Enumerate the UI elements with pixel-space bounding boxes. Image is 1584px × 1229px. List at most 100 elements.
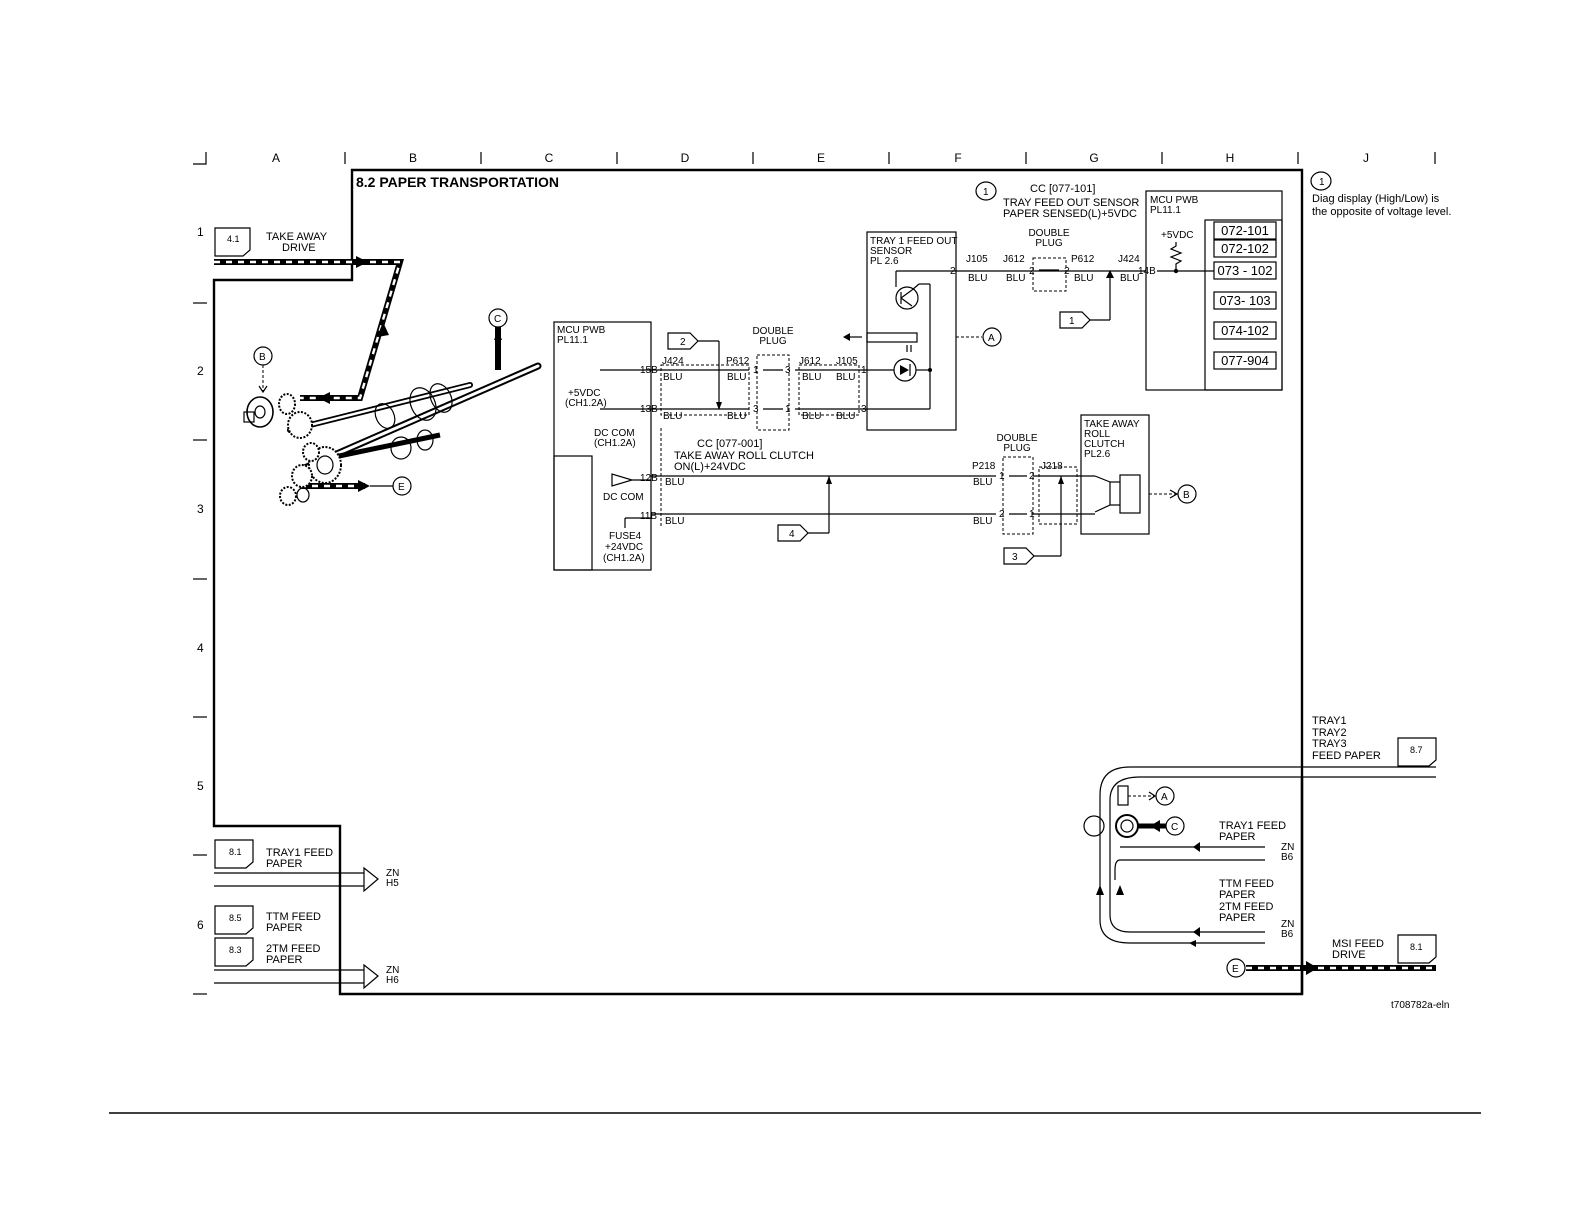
svg-text:TAKE AWAY: TAKE AWAY <box>1084 419 1140 430</box>
svg-text:BLU: BLU <box>802 372 821 383</box>
svg-text:TTM FEED: TTM FEED <box>266 911 321 923</box>
svg-text:2: 2 <box>1064 266 1070 277</box>
svg-text:ZN: ZN <box>386 868 399 879</box>
svg-text:(CH1.2A): (CH1.2A) <box>594 438 636 449</box>
svg-text:J424: J424 <box>1118 254 1140 265</box>
svg-text:1: 1 <box>983 187 989 198</box>
svg-text:3: 3 <box>785 365 791 376</box>
column-label: H <box>1226 151 1235 165</box>
svg-text:1: 1 <box>1069 316 1075 327</box>
cc-sensor-label: 1 CC [077-101] TRAY FEED OUT SENSOR PAPE… <box>975 181 1139 220</box>
mcu-pwb-right: MCU PWB PL11.1 +5VDC 072-101 072-102 073… <box>1138 190 1283 391</box>
svg-text:BLU: BLU <box>663 411 682 422</box>
svg-text:11B: 11B <box>640 511 657 522</box>
svg-text:TRAY1 FEED: TRAY1 FEED <box>266 847 333 859</box>
svg-text:CC [077-101]: CC [077-101] <box>1030 183 1095 195</box>
clutch-wiring: CC [077-001] TAKE AWAY ROLL CLUTCH ON(L)… <box>651 414 1197 565</box>
page-title: 8.2 PAPER TRANSPORTATION <box>356 174 559 190</box>
take-away-drive: 4.1 TAKE AWAY DRIVE E C B <box>214 227 508 496</box>
svg-text:J218: J218 <box>1041 461 1063 472</box>
svg-text:+5VDC: +5VDC <box>1161 230 1194 241</box>
note: 1 Diag display (High/Low) is the opposit… <box>1310 171 1451 218</box>
svg-text:TRAY FEED OUT SENSOR: TRAY FEED OUT SENSOR <box>1003 197 1139 209</box>
svg-text:15B: 15B <box>640 365 658 376</box>
flag-4 <box>777 524 809 542</box>
diag-code: 072-102 <box>1221 241 1269 256</box>
svg-text:E: E <box>1232 964 1239 975</box>
row-label: 3 <box>197 502 204 516</box>
svg-text:PAPER: PAPER <box>266 954 303 966</box>
msi-feed-drive: MSI FEED DRIVE 8.1 E <box>1226 934 1437 978</box>
svg-text:J424: J424 <box>662 356 684 367</box>
svg-text:14B: 14B <box>1138 266 1156 277</box>
svg-text:ZN: ZN <box>386 965 399 976</box>
note-line: Diag display (High/Low) is <box>1312 193 1440 205</box>
row-label: 5 <box>197 779 204 793</box>
svg-text:C: C <box>1171 822 1178 833</box>
svg-text:J612: J612 <box>799 356 821 367</box>
svg-text:TRAY2: TRAY2 <box>1312 727 1347 739</box>
svg-text:BLU: BLU <box>1074 273 1093 284</box>
svg-text:TRAY 1 FEED OUT: TRAY 1 FEED OUT <box>870 236 957 247</box>
svg-text:PL2.6: PL2.6 <box>1084 449 1111 460</box>
svg-text:PAPER: PAPER <box>266 922 303 934</box>
svg-text:MSI FEED: MSI FEED <box>1332 938 1384 950</box>
svg-text:(CH1.2A): (CH1.2A) <box>603 553 645 564</box>
svg-text:PLUG: PLUG <box>1003 443 1030 454</box>
svg-text:8.1: 8.1 <box>229 847 242 857</box>
svg-text:A: A <box>988 333 995 344</box>
svg-text:2: 2 <box>680 337 686 348</box>
svg-text:DC COM: DC COM <box>594 428 635 439</box>
column-label: B <box>409 151 417 165</box>
svg-text:H5: H5 <box>386 878 399 889</box>
svg-text:BLU: BLU <box>836 411 855 422</box>
svg-text:BLU: BLU <box>973 516 992 527</box>
svg-text:8.7: 8.7 <box>1410 745 1423 755</box>
svg-text:MCU PWB: MCU PWB <box>557 325 606 336</box>
svg-text:BLU: BLU <box>727 372 746 383</box>
svg-text:13B: 13B <box>640 404 658 415</box>
svg-text:P218: P218 <box>972 461 996 472</box>
svg-text:PLUG: PLUG <box>1035 238 1062 249</box>
svg-text:PL11.1: PL11.1 <box>557 335 588 346</box>
svg-text:2TM FEED: 2TM FEED <box>266 943 320 955</box>
svg-text:BLU: BLU <box>727 411 746 422</box>
tray1-feed-reference: 8.1 TRAY1 FEED PAPER ZN H5 <box>214 839 399 893</box>
diag-code: 073- 103 <box>1219 293 1270 308</box>
svg-text:12B: 12B <box>640 473 658 484</box>
svg-text:ZN: ZN <box>1281 919 1294 930</box>
svg-text:DRIVE: DRIVE <box>282 242 316 254</box>
svg-text:B6: B6 <box>1281 929 1294 940</box>
svg-text:ON(L)+24VDC: ON(L)+24VDC <box>674 461 746 473</box>
ttm-feed-reference: 8.5 TTM FEED PAPER <box>214 905 321 935</box>
diag-code: 074-102 <box>1221 323 1269 338</box>
svg-text:DC COM: DC COM <box>603 492 644 503</box>
diag-code: 073 - 102 <box>1218 263 1273 278</box>
svg-text:MCU PWB: MCU PWB <box>1150 195 1199 206</box>
svg-text:BLU: BLU <box>1120 273 1139 284</box>
svg-text:(CH1.2A): (CH1.2A) <box>565 398 607 409</box>
svg-text:TTM FEED: TTM FEED <box>1219 878 1274 890</box>
svg-text:2: 2 <box>999 509 1005 520</box>
svg-text:H6: H6 <box>386 975 399 986</box>
svg-text:BLU: BLU <box>973 477 992 488</box>
svg-text:3: 3 <box>1012 552 1018 563</box>
svg-text:J612: J612 <box>1003 254 1025 265</box>
column-label: J <box>1363 151 1369 165</box>
svg-text:8.1: 8.1 <box>1410 942 1423 952</box>
svg-text:CLUTCH: CLUTCH <box>1084 439 1125 450</box>
row-label: 1 <box>197 225 204 239</box>
row-label: 4 <box>197 641 204 655</box>
flag-1 <box>1059 311 1091 329</box>
svg-text:PAPER SENSED(L)+5VDC: PAPER SENSED(L)+5VDC <box>1003 208 1137 220</box>
svg-text:FEED PAPER: FEED PAPER <box>1312 750 1381 762</box>
svg-text:8.5: 8.5 <box>229 913 242 923</box>
svg-text:4.1: 4.1 <box>227 234 240 244</box>
svg-text:2: 2 <box>1029 471 1035 482</box>
svg-text:1: 1 <box>753 365 759 376</box>
diag-code-list: 072-101 072-102 073 - 102 073- 103 074-1… <box>1213 221 1277 370</box>
svg-text:BLU: BLU <box>665 516 684 527</box>
column-header: A B C D E F G H J <box>193 151 1436 165</box>
svg-text:ROLL: ROLL <box>1084 429 1111 440</box>
